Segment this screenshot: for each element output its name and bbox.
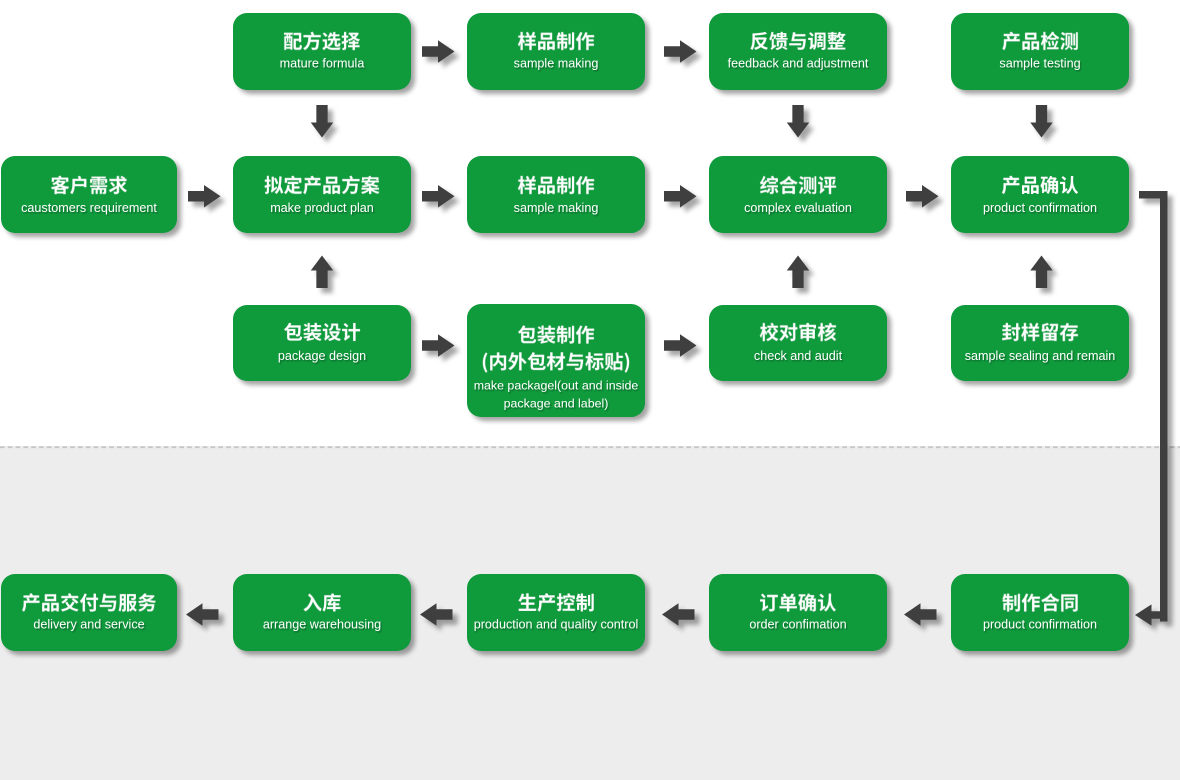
svg-text:delivery and service: delivery and service [33,618,144,632]
svg-text:sample testing: sample testing [999,56,1080,70]
svg-text:complex evaluation: complex evaluation [744,201,852,215]
svg-text:feedback and adjustment: feedback and adjustment [728,56,869,70]
svg-text:package design: package design [278,349,366,363]
svg-text:make packagel(out and inside: make packagel(out and inside [474,378,639,392]
svg-text:make product plan: make product plan [270,201,374,215]
svg-text:production and quality control: production and quality control [474,618,639,632]
svg-text:caustomers requirement: caustomers requirement [21,201,157,215]
svg-text:arrange warehousing: arrange warehousing [263,618,381,632]
svg-text:sample making: sample making [514,56,599,70]
svg-text:mature formula: mature formula [280,56,365,70]
svg-text:sample sealing and remain: sample sealing and remain [965,349,1116,363]
svg-text:check and audit: check and audit [754,349,843,363]
svg-text:product confirmation: product confirmation [983,201,1097,215]
svg-text:package and label): package and label) [504,397,609,411]
svg-text:order confimation: order confimation [749,618,846,632]
svg-text:sample making: sample making [514,201,599,215]
svg-text:product confirmation: product confirmation [983,618,1097,632]
